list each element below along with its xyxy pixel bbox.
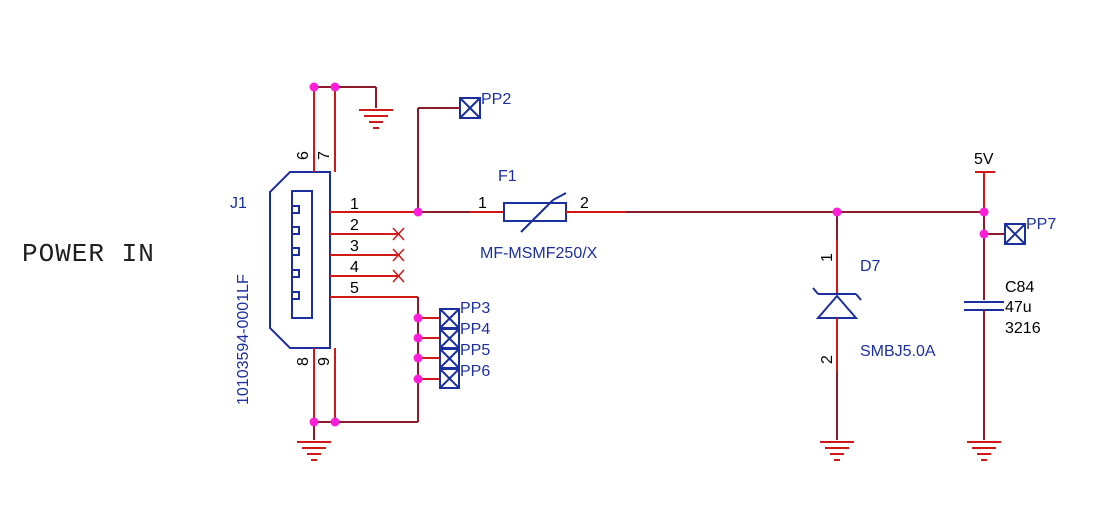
ground-symbol-j1 <box>297 441 331 461</box>
c84-package: 3216 <box>1005 320 1041 337</box>
d7-pin-2: 2 <box>819 355 836 364</box>
j1-pin-5: 5 <box>350 280 359 297</box>
test-point-pp4: PP4 <box>439 321 490 349</box>
diode-d7: D7 SMBJ5.0A 1 2 <box>812 212 936 440</box>
ground-symbol-d7 <box>820 441 854 461</box>
test-point-pp3: PP3 <box>439 300 490 329</box>
test-point-pp2: PP2 <box>459 91 511 119</box>
svg-text:PP5: PP5 <box>460 342 490 359</box>
svg-text:PP6: PP6 <box>460 363 490 380</box>
junction-dots <box>309 82 989 427</box>
j1-part: 10103594-0001LF <box>235 274 252 405</box>
d7-ref: D7 <box>860 258 881 275</box>
d7-pin-1: 1 <box>819 253 836 262</box>
j1-pin-9: 9 <box>316 357 333 366</box>
c84-value: 47u <box>1005 299 1032 316</box>
j1-pin-8: 8 <box>295 357 312 366</box>
test-point-pp6: PP6 <box>439 363 490 389</box>
svg-text:PP3: PP3 <box>460 300 490 317</box>
capacitor-c84: C84 47u 3216 <box>964 279 1041 440</box>
j1-pin-7: 7 <box>316 151 333 160</box>
f1-pin-1: 1 <box>478 195 487 212</box>
j1-pin-4: 4 <box>350 259 359 276</box>
svg-text:PP4: PP4 <box>460 321 490 338</box>
connector-j1: J1 10103594-0001LF 1 2 3 4 5 6 7 8 9 <box>230 87 418 422</box>
ground-symbol-top <box>359 109 393 129</box>
connector-body <box>269 171 331 349</box>
c84-ref: C84 <box>1005 279 1034 296</box>
sheet-title: POWER IN <box>22 239 155 269</box>
fuse-f1: F1 MF-MSMF250/X 1 2 <box>478 168 598 262</box>
net-5v-label: 5V <box>974 151 994 168</box>
no-connect-marks <box>392 227 405 283</box>
supply-5v: 5V <box>974 151 995 212</box>
j1-pin-6: 6 <box>295 151 312 160</box>
j1-ref: J1 <box>230 195 247 212</box>
j1-pin-1: 1 <box>350 196 359 213</box>
f1-ref: F1 <box>498 168 517 185</box>
f1-pin-2: 2 <box>580 195 589 212</box>
test-point-pp5: PP5 <box>439 342 490 369</box>
ground-symbol-c84 <box>967 441 1001 461</box>
svg-text:PP7: PP7 <box>1026 216 1056 233</box>
test-point-pp7: PP7 <box>1004 216 1056 245</box>
svg-text:PP2: PP2 <box>481 91 511 108</box>
f1-part: MF-MSMF250/X <box>480 245 598 262</box>
d7-part: SMBJ5.0A <box>860 343 936 360</box>
j1-pin-2: 2 <box>350 217 359 234</box>
j1-pin-3: 3 <box>350 238 359 255</box>
